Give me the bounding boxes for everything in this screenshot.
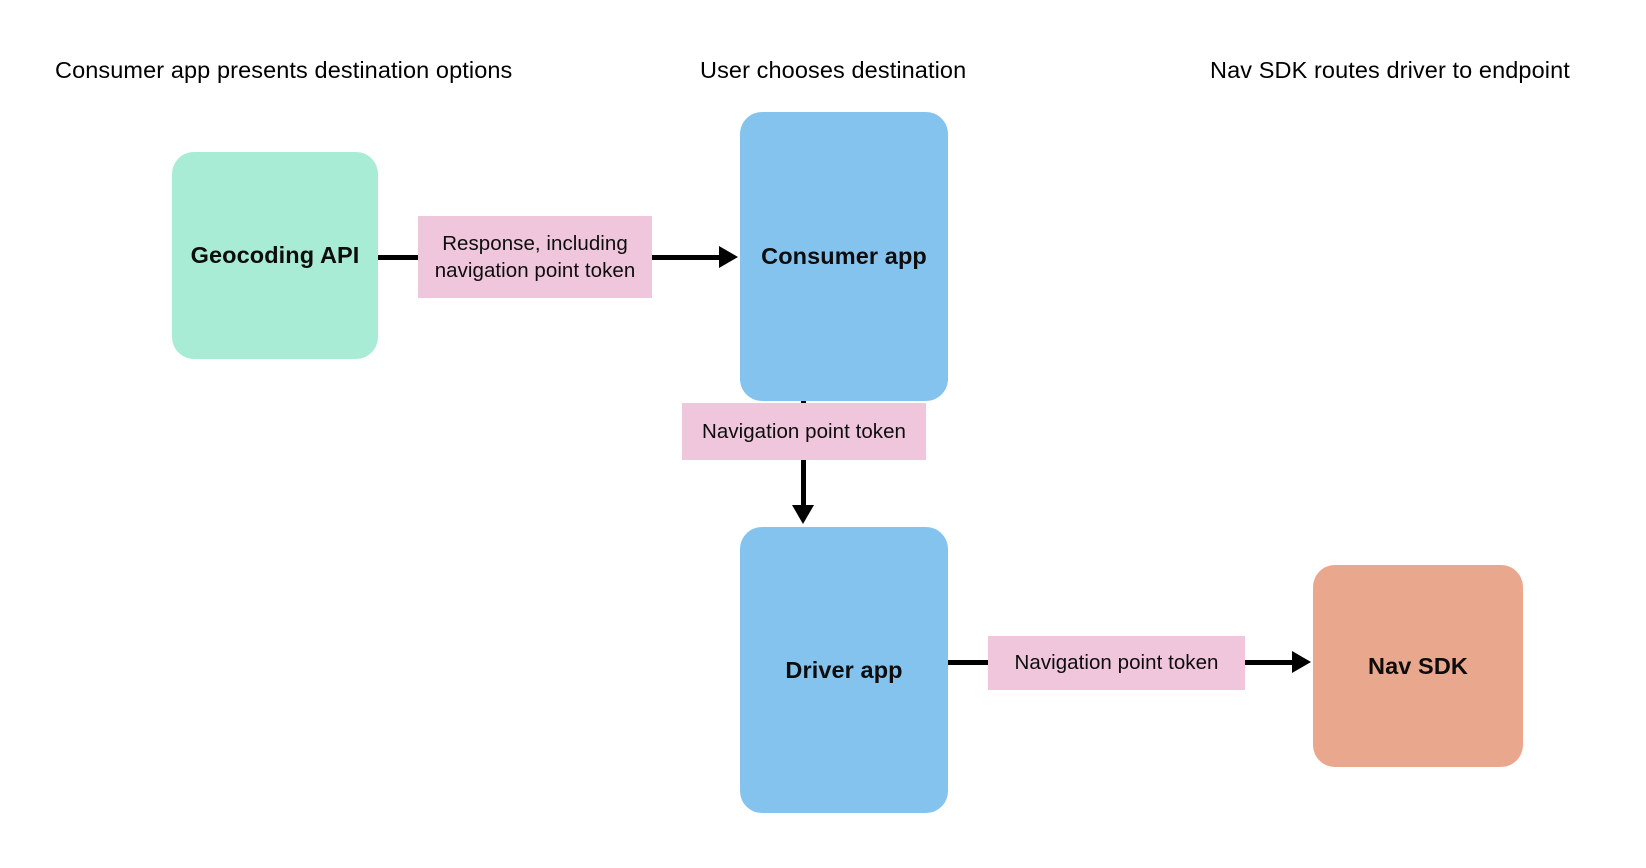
column-header-consumer-options: Consumer app presents destination option… [55, 57, 513, 83]
node-consumer-app-label: Consumer app [761, 243, 927, 269]
edge-consumer-to-driver-arrowhead-icon [792, 505, 814, 524]
node-geocoding-api-label: Geocoding API [190, 242, 360, 268]
column-header-user-chooses: User chooses destination [700, 57, 967, 83]
edge-label-nav-token-1-text: Navigation point token [702, 419, 906, 443]
node-nav-sdk-label: Nav SDK [1368, 652, 1468, 679]
edge-label-response-token-text: Response, including navigation point tok… [434, 231, 636, 282]
edge-label-nav-token-2: Navigation point token [988, 636, 1245, 690]
node-nav-sdk[interactable]: Nav SDK [1313, 565, 1523, 767]
node-driver-app[interactable]: Driver app [740, 527, 948, 813]
edge-driver-to-navsdk-arrowhead-icon [1292, 651, 1311, 673]
edge-label-nav-token-2-text: Navigation point token [1014, 651, 1219, 675]
edge-geocoding-to-consumer-arrowhead-icon [719, 246, 738, 268]
column-header-navsdk-routes: Nav SDK routes driver to endpoint [1210, 57, 1570, 83]
node-geocoding-api[interactable]: Geocoding API [172, 152, 378, 359]
node-driver-app-label: Driver app [785, 656, 903, 683]
node-consumer-app[interactable]: Consumer app [740, 112, 948, 401]
edge-label-nav-token-1: Navigation point token [682, 403, 926, 460]
edge-label-response-token: Response, including navigation point tok… [418, 216, 652, 298]
